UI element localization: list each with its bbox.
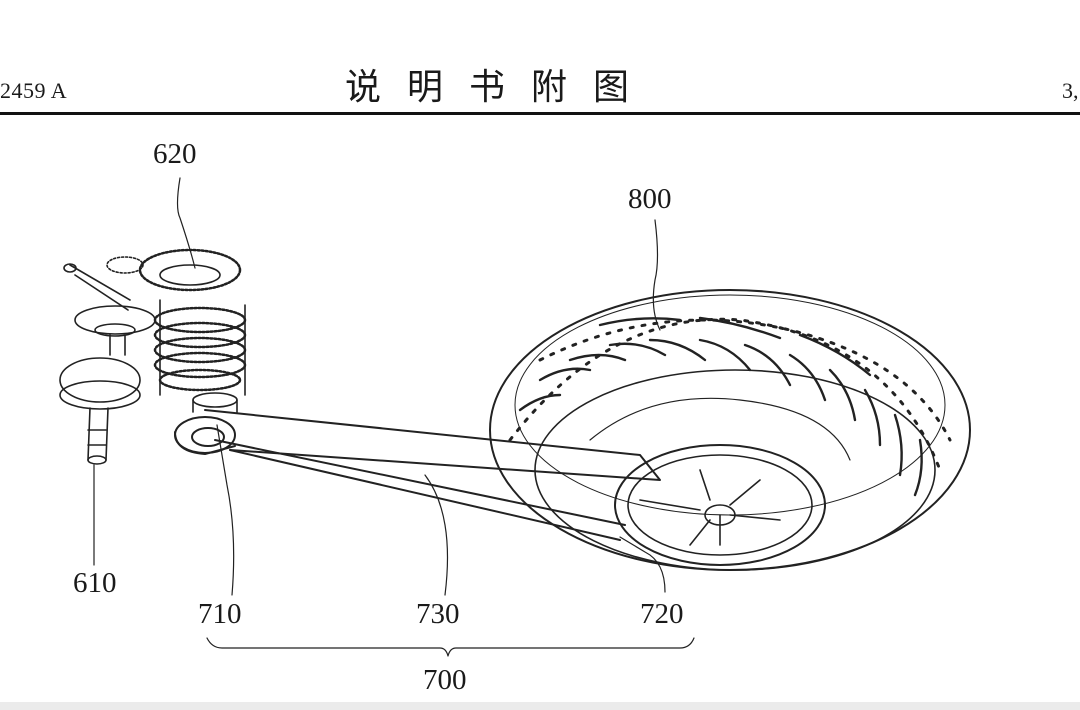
leader-800 (652, 219, 661, 331)
swing-arm-drawing (174, 409, 661, 541)
bracket-700 (206, 637, 695, 657)
callout-800: 800 (628, 183, 672, 215)
page-number-fragment: 3, (1062, 78, 1079, 103)
rear-hub-drawing (589, 397, 851, 566)
callout-710: 710 (198, 598, 242, 630)
header-rule (0, 112, 1080, 115)
callout-610: 610 (73, 567, 117, 599)
tire-drawing (489, 289, 971, 571)
callout-730: 730 (416, 598, 460, 630)
bottom-edge (0, 702, 1080, 710)
callout-700: 700 (423, 664, 467, 696)
leader-730 (424, 474, 449, 596)
gear-cluster-drawing (106, 248, 247, 413)
leader-lines (93, 177, 666, 596)
leader-720 (619, 536, 666, 593)
patent-number-fragment: 2459 A (0, 78, 68, 103)
callout-620: 620 (153, 138, 197, 170)
callout-720: 720 (640, 598, 684, 630)
page-title: 说明书附图 (345, 67, 656, 108)
leader-620 (176, 177, 196, 269)
crankshaft-drawing (59, 263, 156, 465)
leader-710 (216, 424, 235, 596)
